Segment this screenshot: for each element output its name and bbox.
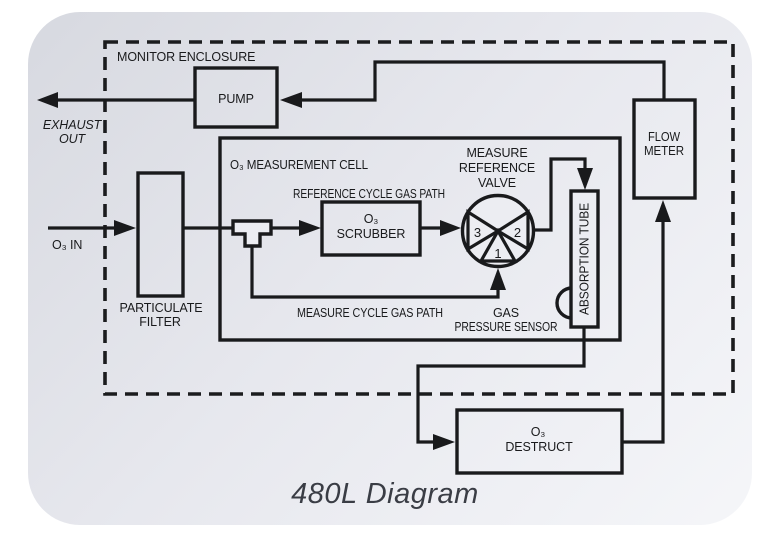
- valve-bottom-arrow-icon: [490, 268, 506, 290]
- pipe-flowmeter-to-pump: [300, 60, 666, 102]
- exhaust-arrow-icon: [37, 92, 58, 108]
- particulate-filter-label-1: PARTICULATE: [120, 301, 203, 315]
- o3-inlet-arrow-icon: [114, 220, 136, 236]
- valve-inlet-arrow-icon: [440, 220, 461, 236]
- pipe-measure-cycle: [250, 246, 500, 299]
- pipe-tube-to-destruct: [416, 327, 586, 444]
- particulate-filter-label-2: FILTER: [139, 315, 181, 329]
- diagram-caption: 480L Diagram: [291, 478, 479, 510]
- scrubber-inlet-arrow-icon: [299, 220, 321, 236]
- measurement-cell-box: [218, 136, 622, 342]
- scrubber-label-1: O₃: [364, 212, 379, 226]
- tee-fitting: [231, 219, 273, 248]
- valve-label-1: MEASURE: [466, 146, 527, 160]
- destruct-label-1: O₃: [531, 425, 546, 439]
- reference-path-label: REFERENCE CYCLE GAS PATH: [293, 187, 445, 201]
- pump-label: PUMP: [218, 92, 254, 106]
- destruct-label-2: DESTRUCT: [505, 440, 573, 454]
- tube-inlet-arrow-icon: [577, 168, 593, 190]
- flow-meter-box: [632, 98, 697, 200]
- valve-port-2: 2: [514, 225, 521, 240]
- pump-inlet-arrow-icon: [280, 92, 302, 108]
- o3-in-label: O₃ IN: [52, 238, 82, 252]
- monitor-enclosure-label: MONITOR ENCLOSURE: [117, 50, 255, 64]
- pressure-sensor-label-1: GAS: [493, 306, 519, 320]
- valve-port-1: 1: [494, 246, 501, 261]
- flow-meter-label-2: METER: [644, 144, 684, 158]
- pump-box: [193, 66, 279, 129]
- absorption-tube-box: [569, 189, 600, 329]
- flowmeter-inlet-arrow-icon: [655, 200, 671, 222]
- scrubber-box: [320, 200, 422, 257]
- destruct-inlet-arrow-icon: [433, 434, 455, 450]
- pipe-valve-to-tube: [533, 157, 587, 232]
- destruct-box: [455, 408, 624, 475]
- valve-port-3: 3: [474, 225, 481, 240]
- valve-wedge-right: [494, 209, 530, 252]
- pipe-destruct-to-flowmeter: [622, 222, 665, 444]
- exhaust-out-label-1: EXHAUST: [43, 118, 103, 132]
- scrubber-label-2: SCRUBBER: [337, 227, 406, 241]
- diagram-panel: [28, 12, 752, 525]
- valve-wedge-bottom: [478, 227, 518, 263]
- absorption-tube-label: ABSORPTION TUBE: [578, 203, 592, 315]
- valve-wedge-left: [466, 209, 502, 252]
- flow-meter-label-1: FLOW: [648, 130, 680, 144]
- measure-path-label: MEASURE CYCLE GAS PATH: [297, 306, 443, 320]
- exhaust-out-label-2: OUT: [59, 132, 87, 146]
- valve-label-2: REFERENCE: [459, 161, 535, 175]
- valve-label-3: VALVE: [478, 176, 516, 190]
- measurement-cell-label: O₃ MEASUREMENT CELL: [230, 158, 368, 172]
- pressure-sensor-label-2: PRESSURE SENSOR: [455, 320, 558, 334]
- particulate-filter-box: [136, 171, 185, 298]
